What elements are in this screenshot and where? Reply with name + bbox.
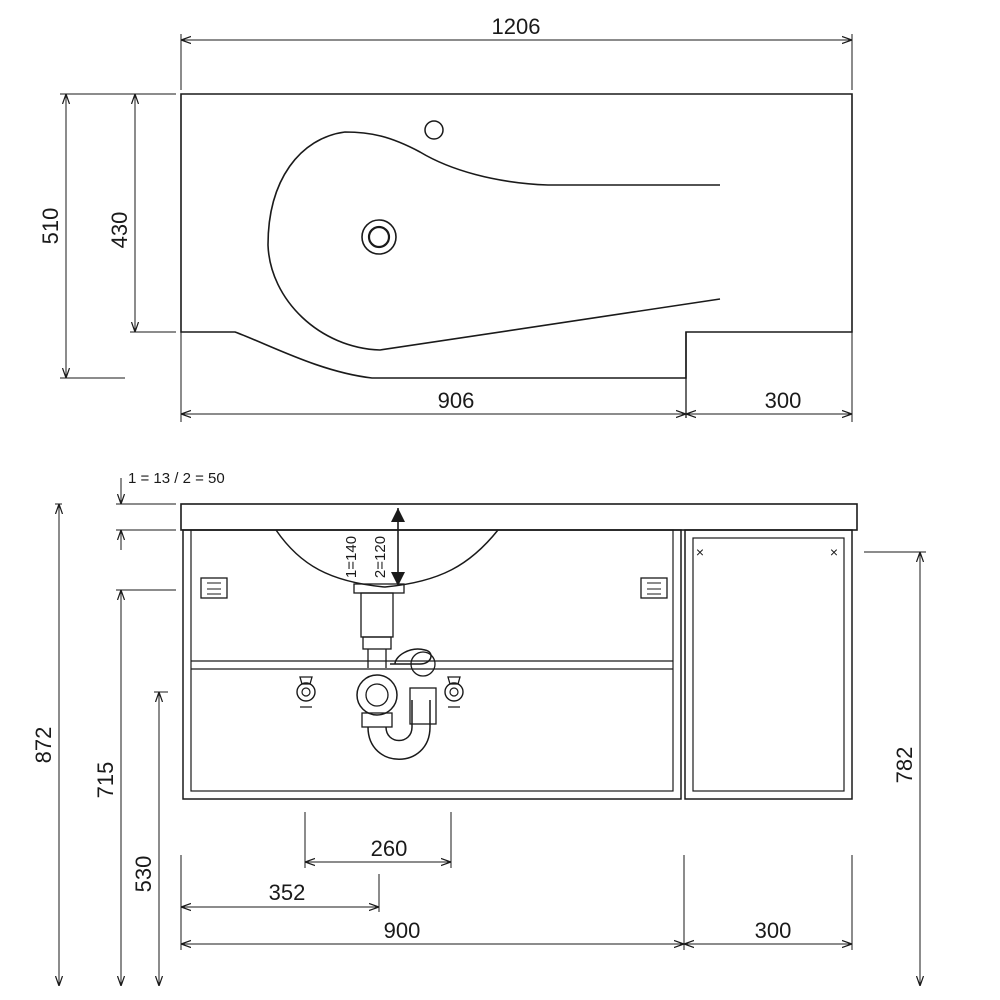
bracket-left-detail bbox=[207, 582, 221, 595]
pipe-elbow-inner bbox=[365, 683, 389, 707]
drain-pipe-upper bbox=[360, 592, 394, 638]
cabinet-right-outer bbox=[684, 529, 853, 800]
siphon-outlet bbox=[409, 687, 437, 725]
siphon-trap bbox=[367, 700, 431, 760]
basin-outline bbox=[267, 131, 721, 351]
dim-872: 872 bbox=[31, 727, 56, 764]
bracket-right-detail bbox=[647, 582, 661, 595]
dim-906: 906 bbox=[438, 388, 475, 413]
drain-pipe-mid bbox=[367, 649, 387, 668]
dim-260: 260 bbox=[371, 836, 408, 861]
pipe-coupling bbox=[361, 712, 393, 728]
dim-352: 352 bbox=[269, 880, 306, 905]
label-1-140: 1=140 bbox=[343, 536, 360, 578]
valve-left-handle bbox=[299, 676, 313, 708]
hinge-mark-right: × bbox=[830, 544, 838, 560]
valve-left-core bbox=[301, 687, 311, 697]
dim-900: 900 bbox=[384, 918, 421, 943]
drain-pipe-joint bbox=[362, 636, 392, 650]
dim-782: 782 bbox=[892, 747, 917, 784]
valve-right-handle bbox=[447, 676, 461, 708]
basin-section bbox=[275, 529, 499, 588]
top-outline bbox=[180, 93, 853, 379]
valve-right bbox=[444, 682, 464, 702]
bracket-right bbox=[640, 577, 668, 599]
overflow-ring bbox=[410, 651, 436, 677]
dim-510: 510 bbox=[38, 208, 63, 245]
cabinet-right-inner bbox=[692, 537, 845, 792]
dim-715: 715 bbox=[93, 762, 118, 799]
dim-530: 530 bbox=[131, 856, 156, 893]
dim-430: 430 bbox=[107, 212, 132, 249]
bracket-left bbox=[200, 577, 228, 599]
dim-300-top: 300 bbox=[765, 388, 802, 413]
front-view: × × 1=140 2=120 1 = 13 / 2 = 50 bbox=[31, 470, 926, 986]
dim-1206: 1206 bbox=[492, 14, 541, 39]
drain-outer bbox=[361, 219, 397, 255]
label-2-120: 2=120 bbox=[372, 536, 389, 578]
hinge-mark-left: × bbox=[696, 544, 704, 560]
drain-inner bbox=[367, 225, 391, 249]
overflow-hose bbox=[390, 648, 432, 665]
tap-hole bbox=[424, 120, 444, 140]
pipe-elbow bbox=[356, 674, 398, 716]
valve-left bbox=[296, 682, 316, 702]
thickness-note: 1 = 13 / 2 = 50 bbox=[128, 470, 225, 487]
dim-300-front: 300 bbox=[755, 918, 792, 943]
valve-right-core bbox=[449, 687, 459, 697]
top-view: 1206 510 430 906 300 bbox=[38, 14, 853, 422]
countertop bbox=[180, 503, 858, 531]
cabinet-left-outer bbox=[182, 529, 682, 800]
